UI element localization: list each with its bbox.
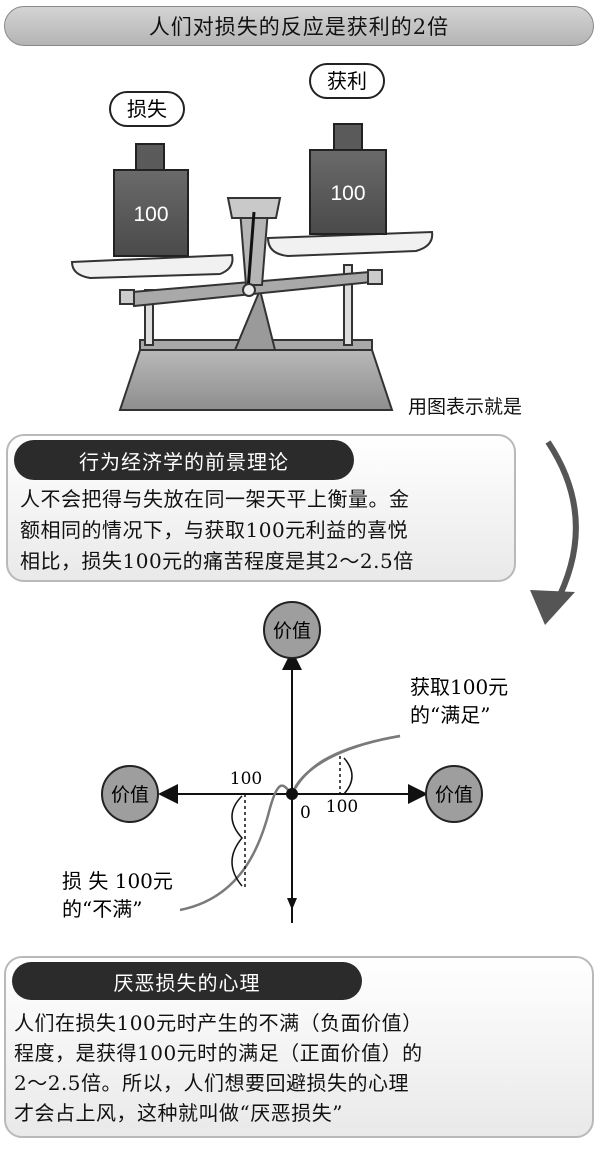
- aversion-line-1: 人们在损失100元时产生的不满（负面价值）: [14, 1011, 423, 1035]
- gain-weight-label: 100: [330, 182, 365, 205]
- title-banner: 人们对损失的反应是获利的2倍: [4, 6, 594, 46]
- loss-tag-label: 损失: [127, 97, 167, 121]
- gain-bracket: [343, 757, 353, 795]
- gain-note-line2: 的“满足”: [410, 703, 490, 727]
- loss-weight: 100: [113, 143, 189, 257]
- gain-weight: 100: [309, 123, 387, 235]
- arrow-overlay: [530, 440, 579, 625]
- prospect-line-3: 相比，损失100元的痛苦程度是其2～2.5倍: [20, 549, 414, 573]
- prospect-theory-heading: 行为经济学的前景理论: [14, 440, 354, 480]
- value-circle-left: 价值: [101, 765, 159, 823]
- aversion-line-4: 才会占上风，这种就叫做“厌恶损失”: [14, 1101, 343, 1125]
- loss-note-line2: 的“不满”: [62, 897, 142, 921]
- loss-note-line1: 损 失 100元: [62, 869, 173, 893]
- scale-pillar: [226, 197, 282, 297]
- loss-tag: 损失: [109, 91, 185, 127]
- loss-weight-label: 100: [133, 203, 168, 226]
- value-right-label: 价值: [435, 784, 473, 806]
- gain-note-line1: 获取100元: [410, 675, 508, 699]
- value-function-graph: 0 100 100 价值 价值 价值 获取100元 的“满足” 损 失 100元…: [0, 598, 600, 943]
- y-axis-down-arrow-icon: [287, 898, 297, 910]
- loss-bracket: [231, 795, 243, 887]
- value-circle-right: 价值: [425, 765, 483, 823]
- prospect-line-2: 额相同的情况下，与获取100元利益的喜悦: [20, 518, 409, 542]
- tick-left-100: 100: [230, 769, 262, 789]
- prospect-line-1: 人不会把得与失放在同一架天平上衡量。金: [20, 487, 410, 511]
- value-top-label: 价值: [273, 620, 311, 642]
- loss-aversion-heading: 厌恶损失的心理: [12, 962, 362, 1000]
- value-circle-top: 价值: [263, 601, 321, 659]
- loss-aversion-text: 人们在损失100元时产生的不满（负面价值） 程度，是获得100元时的满足（正面价…: [14, 1008, 589, 1128]
- balance-scale-illustration: 100 100 损失 获利: [0, 50, 600, 607]
- aversion-line-2: 程度，是获得100元时的满足（正面价值）的: [14, 1041, 423, 1065]
- balance-scale-svg: 100 100 损失 获利: [70, 63, 571, 607]
- scale-caption: 用图表示就是: [408, 396, 523, 418]
- aversion-line-3: 2～2.5倍。所以，人们想要回避损失的心理: [14, 1071, 410, 1095]
- aversion-heading-text: 厌恶损失的心理: [113, 970, 261, 995]
- value-function-svg: 0 100 100 价值 价值 价值 获取100元 的“满足” 损 失 100元…: [62, 601, 508, 923]
- gain-tag-label: 获利: [327, 69, 367, 93]
- right-pan: [266, 230, 434, 258]
- scale-base: [118, 286, 394, 411]
- origin-dot: [286, 788, 298, 800]
- prospect-theory-text: 人不会把得与失放在同一架天平上衡量。金 额相同的情况下，与获取100元利益的喜悦…: [20, 484, 510, 577]
- value-left-label: 价值: [111, 784, 149, 806]
- arrow-head-icon: [530, 590, 575, 625]
- left-pan: [70, 253, 234, 280]
- value-curve: [179, 734, 401, 912]
- prospect-heading-text: 行为经济学的前景理论: [79, 449, 289, 474]
- banner-title: 人们对损失的反应是获利的2倍: [148, 15, 450, 39]
- origin-label: 0: [300, 803, 311, 823]
- tick-right-100: 100: [326, 797, 358, 817]
- gain-tag: 获利: [309, 63, 385, 99]
